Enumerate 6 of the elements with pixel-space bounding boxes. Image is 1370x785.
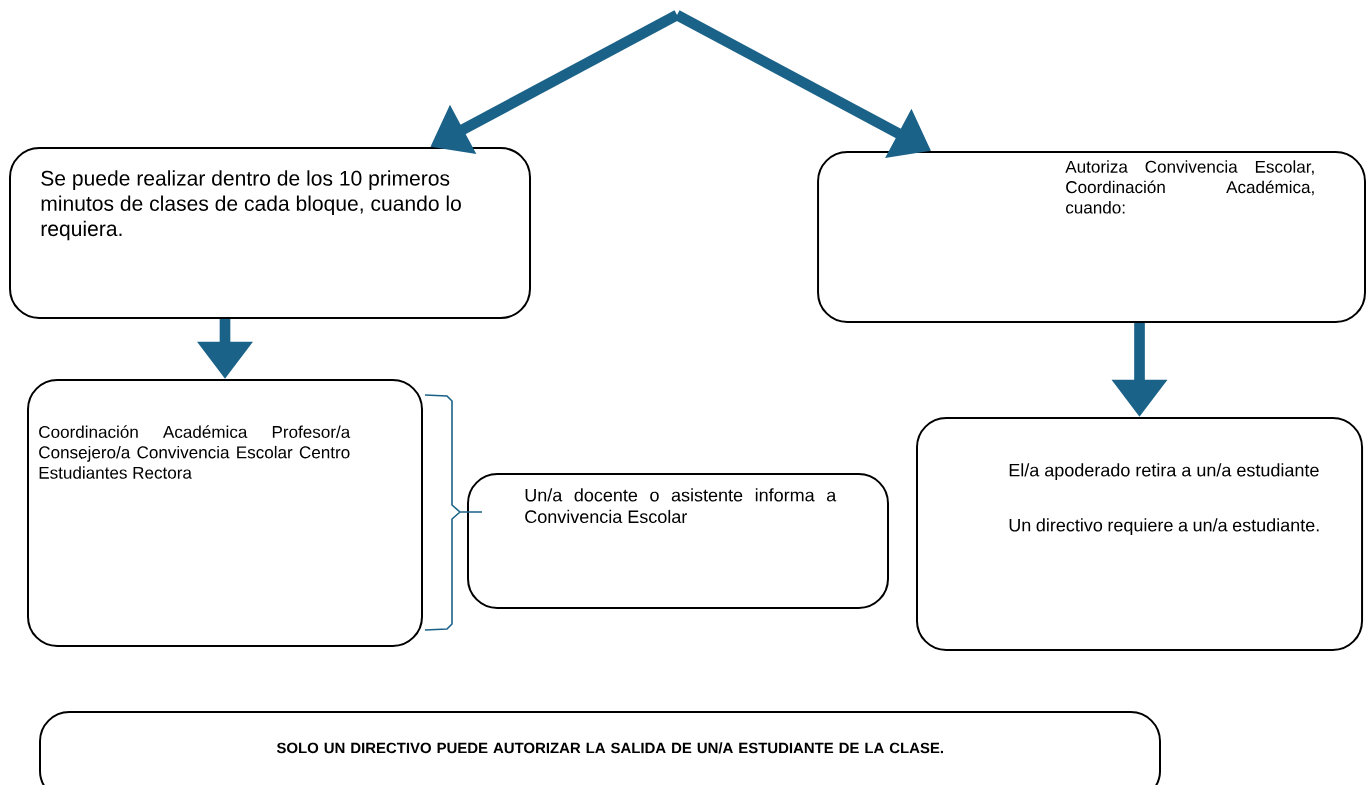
rounded-box: Un/a docente o asistente informa a Convivencia Escolar bbox=[467, 473, 889, 609]
rounded-box: SOLO UN DIRECTIVO PUEDE AUTORIZAR LA SALIDA DE UN/A ESTUDIANTE DE LA CLASE. bbox=[39, 711, 1161, 785]
rounded-box: Coordinación Académica Profesor/a Consejero/a Convivencia Escolar Centro Estudiantes Rectora bbox=[27, 379, 423, 647]
rounded-box: El/a apoderado retira a un/a estudiante Un directivo requiere a un/a estudiante. bbox=[916, 417, 1364, 651]
rounded-box: Autoriza Convivencia Escolar, Coordinación Académica, cuando: bbox=[817, 151, 1366, 323]
rounded-box: Se puede realizar dentro de los 10 primeros minutos de clases de cada bloque, cuando lo requiera. bbox=[9, 147, 531, 319]
